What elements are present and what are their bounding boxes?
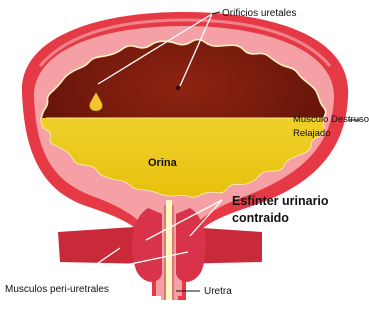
ureteral-orifice-right — [176, 86, 180, 90]
label-orina: Orina — [148, 157, 178, 169]
label-musculo-destrusor: Musculo Destrusor — [293, 114, 369, 125]
label-uretra: Uretra — [204, 286, 232, 297]
label-esfinter-urinario: Esfínter urinario — [232, 194, 329, 208]
label-orificios-uretales: Orificios uretales — [222, 8, 296, 19]
label-musculo-relajado: Relajado — [293, 128, 331, 139]
label-musculos-peri-uretrales: Musculos peri-uretrales — [5, 284, 109, 295]
urethra-canal — [166, 200, 172, 300]
label-esfinter-contraido: contraido — [232, 211, 289, 225]
